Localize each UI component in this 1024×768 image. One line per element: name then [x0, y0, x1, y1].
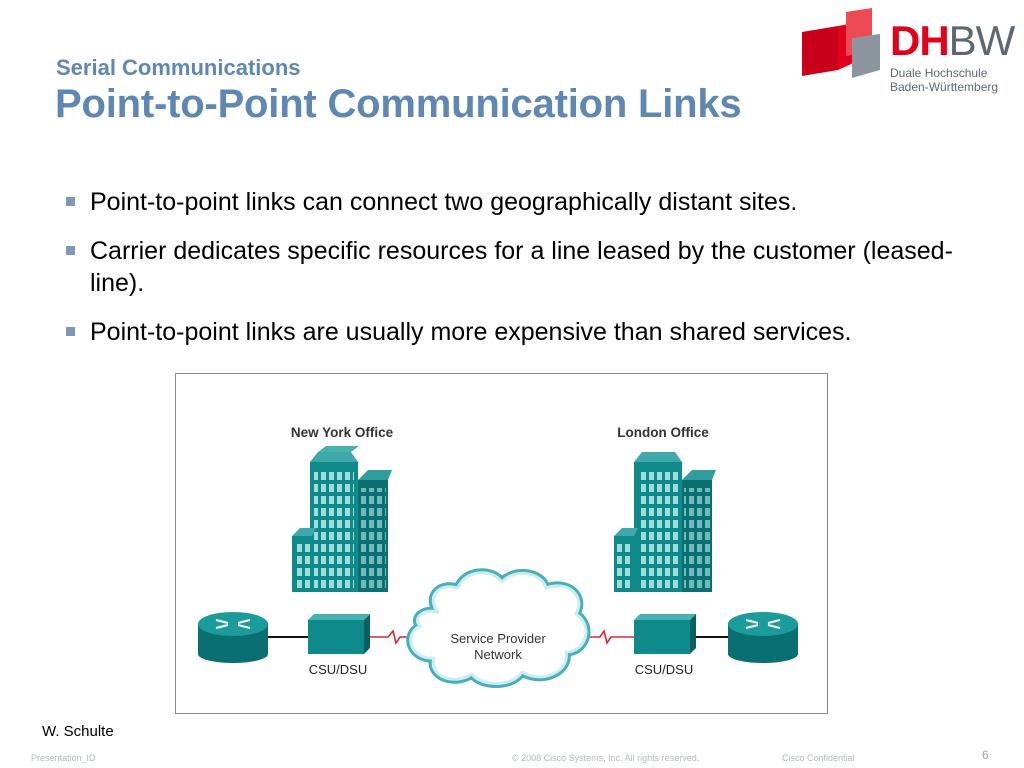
bullet-list: Point-to-point links can connect two geo…	[64, 186, 984, 365]
bullet-text: Carrier dedicates specific resources for…	[90, 237, 953, 297]
right-csu-dsu-label: CSU/DSU	[635, 662, 694, 677]
bullet-item: Carrier dedicates specific resources for…	[64, 235, 984, 299]
cloud-label-line-2: Network	[474, 647, 522, 662]
footer-confidential: Cisco Confidential	[782, 753, 855, 763]
logo-wordmark: DHBW	[890, 17, 1016, 64]
london-label: London Office	[617, 425, 709, 440]
bullet-item: Point-to-point links can connect two geo…	[64, 186, 984, 218]
left-router-icon	[198, 612, 268, 663]
cloud-label-line-1: Service Provider	[450, 631, 546, 646]
slide-title: Point-to-Point Communication Links	[55, 82, 742, 126]
page-number: 6	[982, 748, 989, 762]
logo-dh: DH	[890, 17, 950, 64]
bullet-square-icon	[66, 327, 75, 336]
dhbw-logo: DHBW Duale Hochschule Baden-Württemberg	[800, 8, 1020, 100]
left-serial-link-icon	[370, 629, 416, 645]
bullet-square-icon	[66, 246, 75, 255]
logo-line-2: Baden-Württemberg	[890, 80, 999, 94]
bullet-square-icon	[66, 197, 75, 206]
left-csu-dsu-label: CSU/DSU	[309, 662, 368, 677]
right-router-icon	[728, 612, 798, 663]
network-diagram: New York Office London Office	[175, 373, 828, 714]
right-csu-dsu-icon	[634, 614, 696, 654]
bullet-text: Point-to-point links are usually more ex…	[90, 318, 852, 346]
london-building-icon	[614, 452, 716, 592]
service-provider-cloud-icon	[406, 568, 591, 688]
logo-line-1: Duale Hochschule	[890, 66, 988, 80]
left-csu-dsu-icon	[308, 614, 370, 654]
author-name: W. Schulte	[42, 723, 114, 740]
footer-presentation-id: Presentation_ID	[31, 753, 96, 763]
footer-copyright: © 2008 Cisco Systems, Inc. All rights re…	[512, 753, 700, 763]
dhbw-logo-mark-icon	[802, 8, 880, 78]
logo-bw: BW	[948, 17, 1016, 64]
new-york-building-icon	[292, 446, 392, 592]
new-york-label: New York Office	[291, 425, 394, 440]
slide-subtitle: Serial Communications	[56, 55, 301, 80]
right-serial-link-icon	[584, 629, 634, 645]
network-diagram-svg: New York Office London Office	[198, 425, 798, 688]
bullet-text: Point-to-point links can connect two geo…	[90, 188, 798, 216]
bullet-item: Point-to-point links are usually more ex…	[64, 316, 984, 348]
